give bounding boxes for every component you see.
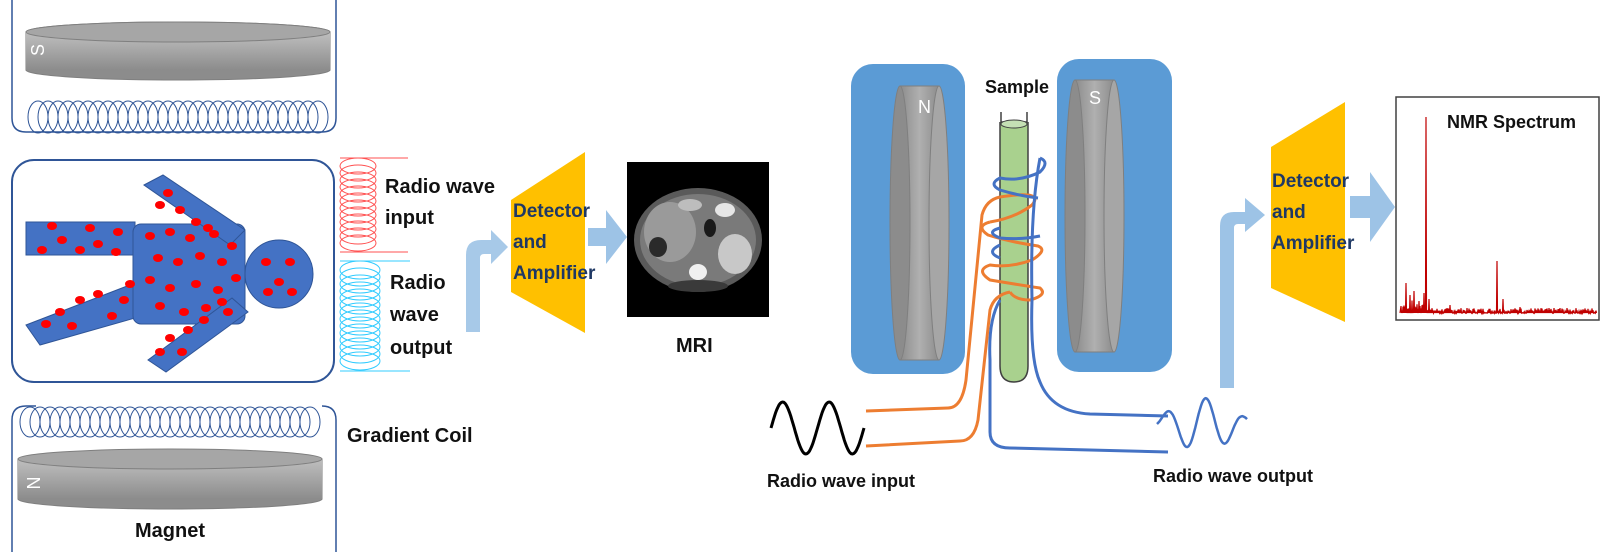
mri-section: S N Magnet Gradient [11,0,769,552]
top-magnet-icon [25,21,331,81]
magnet-label: Magnet [135,520,205,542]
gradient-coil-label: Gradient Coil [347,425,473,447]
nmr-detector-label-2: and [1272,202,1306,223]
top-gradient-coil-icon [27,100,329,134]
radio-wave-output-coil-icon [339,260,410,372]
south-magnet-icon [1064,79,1125,353]
north-magnet-icon [889,85,950,361]
nmr-spectrum-trace [1399,116,1598,316]
mri-radio-wave-output-label-1: Radio [390,272,446,294]
mri-image-arrow-icon [588,210,627,264]
north-pole-label: N [918,97,931,117]
nmr-amplifier-icon [1271,102,1345,322]
nmr-radio-wave-output-label: Radio wave output [1153,466,1313,486]
mri-detector-label-3: Amplifier [513,263,596,284]
mri-amplifier-icon [511,152,585,333]
mri-radio-wave-output-label-2: wave [389,304,439,326]
mri-scan-image [627,162,769,317]
nmr-detector-label-1: Detector [1272,171,1350,192]
human-body-icon [25,174,314,373]
mri-radio-wave-output-label-3: output [390,337,453,359]
bottom-magnet-pole: N [24,477,44,490]
nmr-radio-wave-input-label: Radio wave input [767,471,915,491]
rf-coil-wires [865,156,1169,454]
nmr-section: N S Sample [767,59,1600,491]
nmr-spectrum-title: NMR Spectrum [1447,112,1576,132]
top-magnet-pole: S [28,44,48,56]
mri-output-arrow-icon [450,230,508,332]
bottom-magnet-icon [17,448,323,510]
radio-wave-input-coil-icon [339,157,408,253]
mri-radio-wave-input-label-2: input [385,207,434,229]
nmr-output-arrow-icon [1205,198,1265,388]
nmr-detector-label-3: Amplifier [1272,233,1355,254]
bottom-gradient-coil-icon [19,406,321,438]
mri-image-label: MRI [676,335,713,357]
mri-detector-label-2: and [513,232,547,253]
south-pole-label: S [1089,88,1101,108]
nmr-spectrum-arrow-icon [1350,172,1395,242]
test-tube-icon [999,112,1029,383]
radio-wave-input-wave-icon [769,400,866,456]
mri-radio-wave-input-label-1: Radio wave [385,176,495,198]
mri-detector-label-1: Detector [513,201,591,222]
bottom-magnet-housing [11,405,337,552]
radio-wave-output-wave-icon [1156,396,1248,449]
sample-label: Sample [985,77,1049,97]
